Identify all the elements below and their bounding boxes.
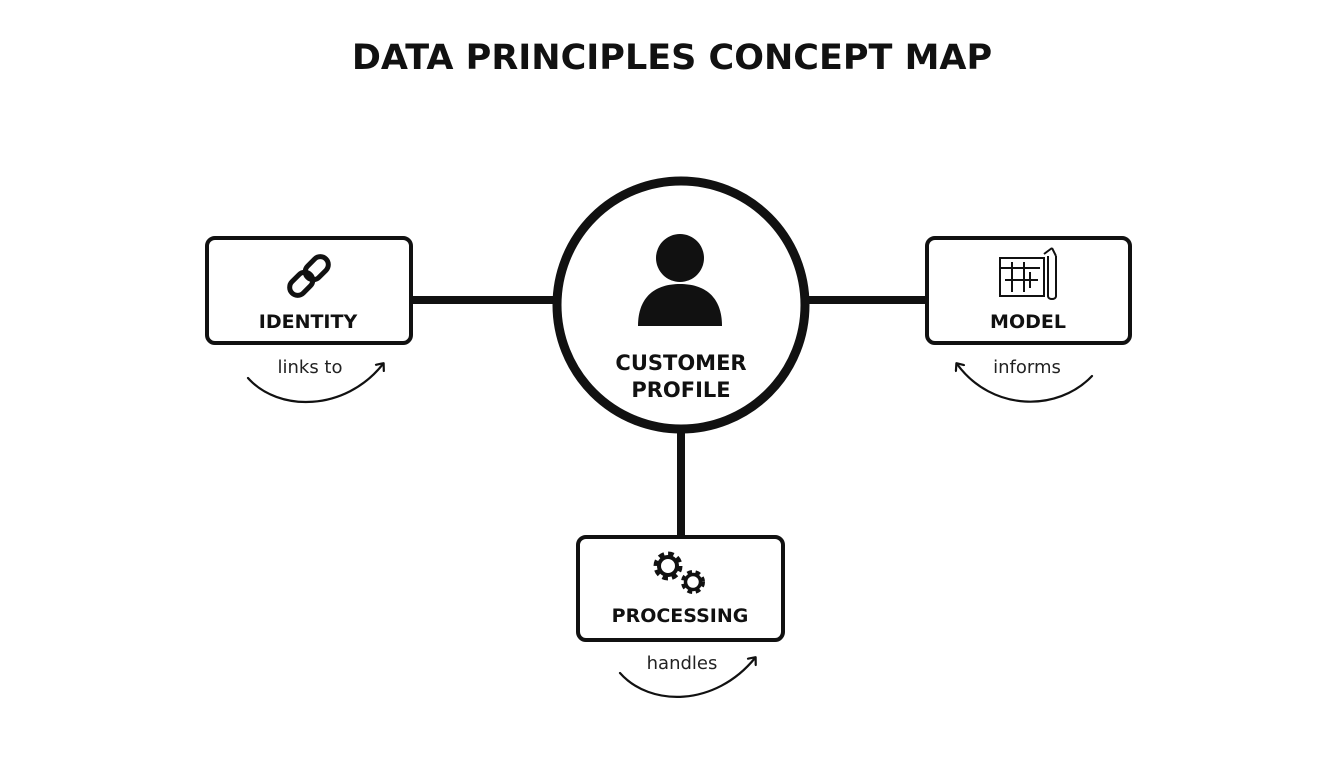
node-model-label: MODEL bbox=[990, 311, 1066, 333]
relation-model-arrow bbox=[957, 364, 1094, 403]
blueprint-icon bbox=[999, 247, 1057, 300]
node-model[interactable]: MODEL bbox=[925, 236, 1132, 345]
link-icon bbox=[287, 254, 331, 298]
center-label-line1: CUSTOMER bbox=[615, 351, 746, 375]
relation-processing-label: handles bbox=[647, 653, 718, 674]
relation-processing-arrow bbox=[618, 658, 755, 698]
gears-icon bbox=[653, 551, 705, 594]
node-identity-label: IDENTITY bbox=[259, 311, 358, 333]
node-processing-label: PROCESSING bbox=[612, 605, 749, 627]
user-icon bbox=[638, 234, 722, 326]
relation-model-label: informs bbox=[993, 357, 1061, 378]
relation-identity-arrow bbox=[246, 364, 383, 403]
page-title: DATA PRINCIPLES CONCEPT MAP bbox=[351, 38, 993, 78]
node-identity[interactable]: IDENTITY bbox=[205, 236, 413, 345]
node-processing[interactable]: PROCESSING bbox=[576, 535, 785, 642]
relation-identity-label: links to bbox=[277, 357, 342, 378]
center-label-line2: PROFILE bbox=[631, 378, 730, 402]
center-node-customer-profile[interactable]: CUSTOMER PROFILE bbox=[552, 176, 810, 434]
